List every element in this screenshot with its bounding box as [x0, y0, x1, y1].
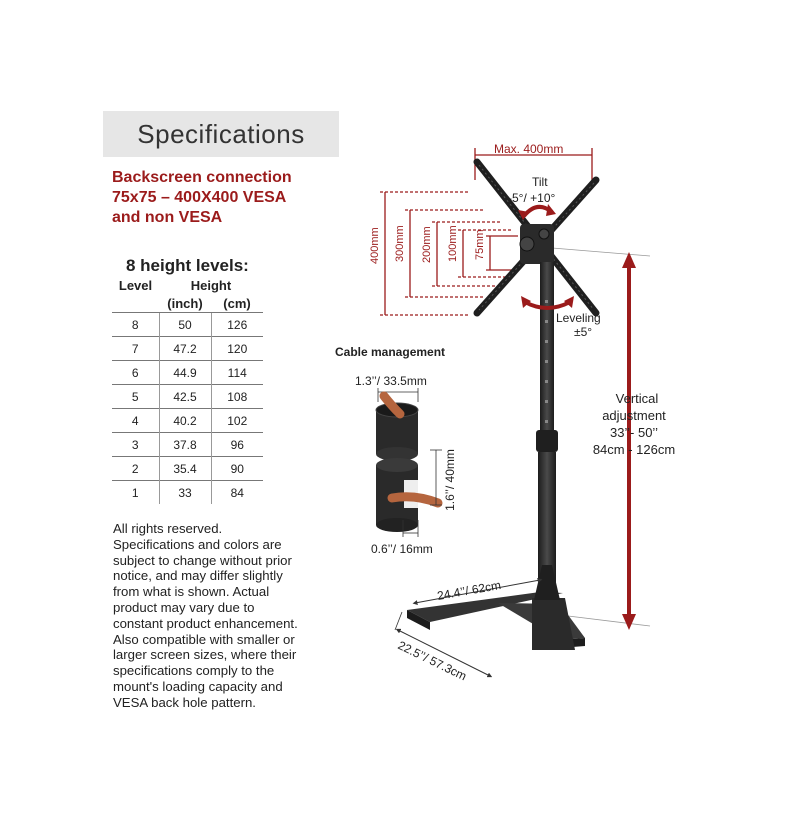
cell-inch: 42.5	[158, 384, 211, 409]
cable-pipe-top	[375, 391, 419, 461]
cable-top: 1.3’’/ 33.5mm	[355, 374, 427, 388]
backscreen-connection: Backscreen connection 75x75 – 400X400 VE…	[112, 168, 332, 228]
cell-inch: 35.4	[158, 456, 211, 481]
dim-400: 400mm	[369, 227, 381, 264]
vertical-inch: 33’’- 50’’	[610, 425, 658, 440]
disclaimer-line: specifications comply to the	[113, 663, 275, 679]
cell-level: 4	[112, 408, 159, 433]
backscreen-line-3: and non VESA	[112, 209, 223, 226]
vesa-dimensions	[380, 148, 593, 316]
cell-inch: 33	[158, 480, 211, 504]
dim-300: 300mm	[394, 225, 406, 262]
col-level: Level	[118, 277, 153, 293]
dim-200: 200mm	[421, 226, 433, 263]
dim-100: 100mm	[447, 225, 459, 262]
cell-level: 7	[112, 336, 159, 361]
vertical-label-2: adjustment	[602, 408, 666, 423]
leveling-label: Leveling	[556, 311, 601, 325]
cable-pipe-bottom	[376, 458, 443, 532]
cell-cm: 84	[210, 480, 263, 504]
tilt-range: -5°/ +10°	[508, 191, 555, 205]
leveling-range: ±5°	[574, 325, 592, 339]
cell-inch: 40.2	[158, 408, 211, 433]
disclaimer-line: from what is shown. Actual	[113, 584, 270, 600]
col-cm: (cm)	[223, 295, 251, 311]
height-levels-title: 8 height levels:	[126, 256, 249, 275]
dim-75: 75mm	[474, 229, 486, 260]
cell-level: 3	[112, 432, 159, 457]
disclaimer-line: Also compatible with smaller or	[113, 631, 295, 647]
disclaimer-line: subject to change without prior	[113, 552, 292, 568]
cell-cm: 126	[210, 312, 263, 337]
cell-level: 2	[112, 456, 159, 481]
dim-max-width: Max. 400mm	[494, 142, 563, 156]
cable-side: 1.6’’/ 40mm	[443, 449, 457, 511]
disclaimer-line: Specifications and colors are	[113, 536, 282, 552]
cable-bottom: 0.6’’/ 16mm	[371, 542, 433, 556]
cell-inch: 50	[158, 312, 211, 337]
vertical-cm: 84cm - 126cm	[593, 442, 675, 457]
disclaimer-line: larger screen sizes, where their	[113, 647, 297, 663]
tilt-label: Tilt	[532, 175, 548, 189]
cable-title: Cable management	[335, 345, 445, 359]
disclaimer-line: notice, and may differ slightly	[113, 568, 283, 584]
page-title: Specifications	[137, 118, 305, 149]
backscreen-line-2: 75x75 – 400X400 VESA	[112, 189, 287, 206]
spec-header: Specifications	[103, 111, 339, 157]
cell-cm: 90	[210, 456, 263, 481]
disclaimer: All rights reserved.Specifications and c…	[113, 521, 303, 711]
cell-cm: 96	[210, 432, 263, 457]
cell-level: 1	[112, 480, 159, 504]
disclaimer-line: All rights reserved.	[113, 521, 223, 536]
cell-cm: 102	[210, 408, 263, 433]
disclaimer-line: product may vary due to	[113, 599, 255, 615]
disclaimer-line: constant product enhancement.	[113, 615, 298, 631]
cell-inch: 37.8	[158, 432, 211, 457]
cell-cm: 108	[210, 384, 263, 409]
col-height: Height	[190, 277, 232, 293]
cell-level: 8	[112, 312, 159, 337]
disclaimer-line: VESA back hole pattern.	[113, 694, 256, 710]
base-depth: 22.5’’/ 57.3cm	[396, 638, 469, 683]
cell-cm: 114	[210, 360, 263, 385]
vertical-label-1: Vertical	[616, 391, 659, 406]
cell-inch: 47.2	[158, 336, 211, 361]
cell-inch: 44.9	[158, 360, 211, 385]
col-inch: (inch)	[167, 295, 203, 311]
stand-pole-lower	[538, 452, 556, 602]
cell-level: 6	[112, 360, 159, 385]
cell-cm: 120	[210, 336, 263, 361]
disclaimer-line: mount's loading capacity and	[113, 678, 283, 694]
backscreen-line-1: Backscreen connection	[112, 169, 292, 186]
cell-level: 5	[112, 384, 159, 409]
stand-pole-upper	[540, 262, 554, 432]
